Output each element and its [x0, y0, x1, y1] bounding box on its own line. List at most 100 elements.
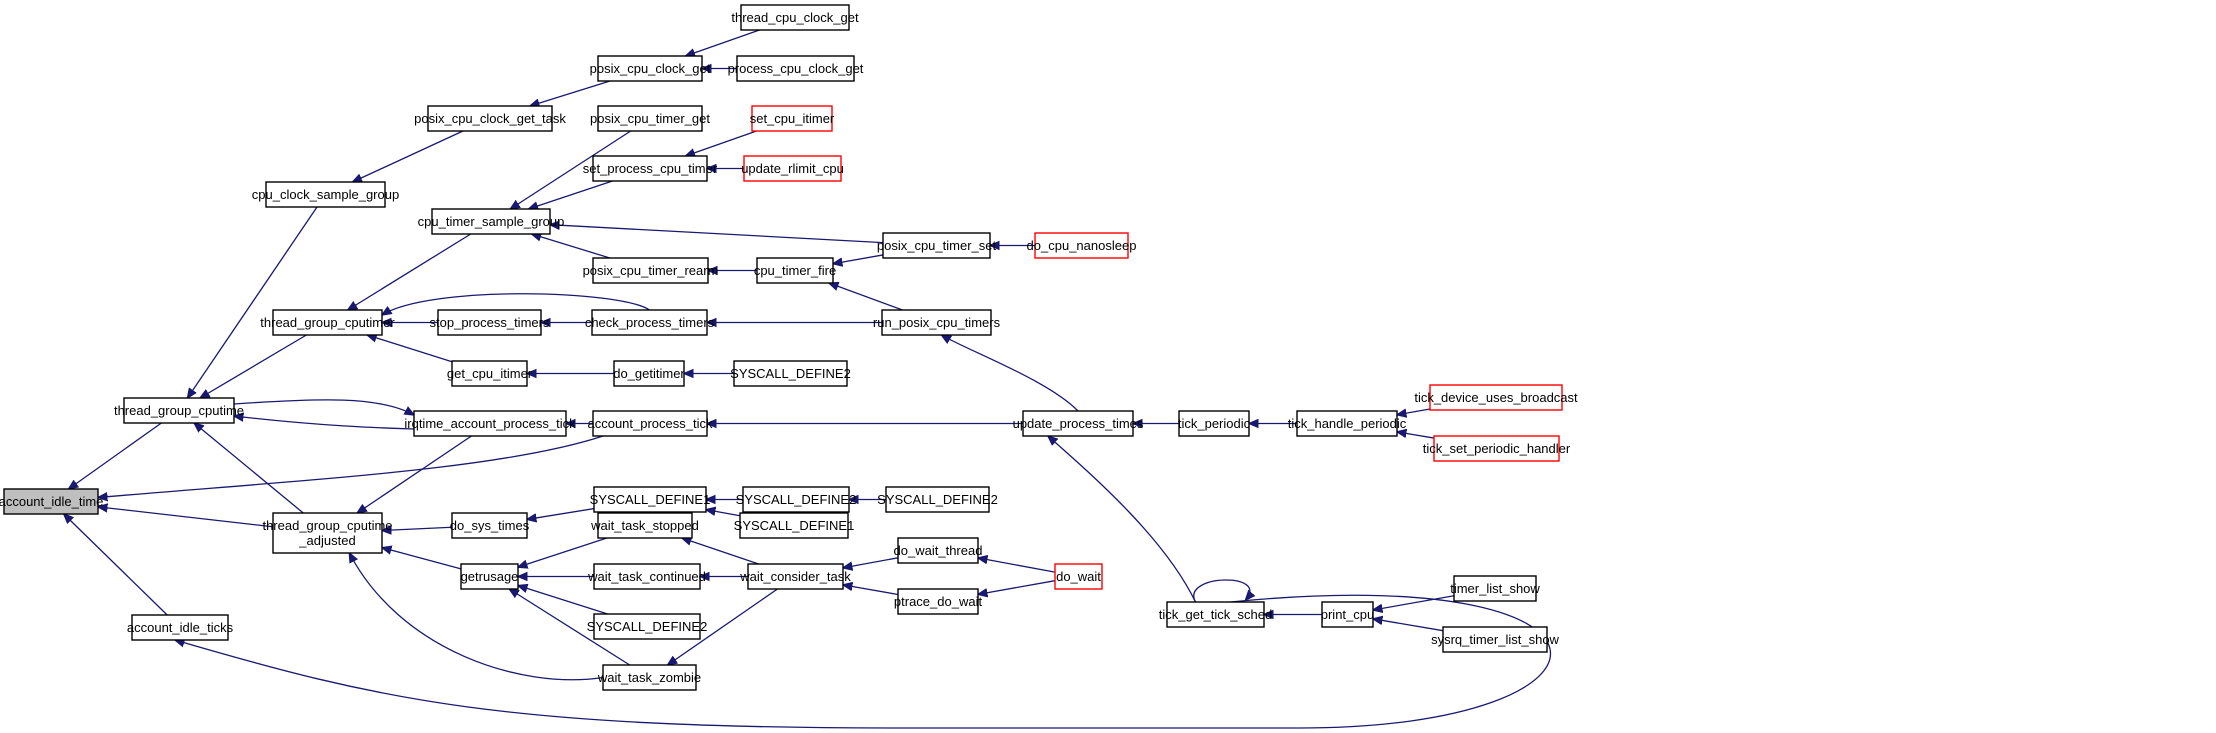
node-wait-task-stopped[interactable]: wait_task_stopped	[590, 512, 699, 539]
node-box-stop-process-timers[interactable]	[437, 309, 542, 336]
node-box-syscall-define2-a[interactable]	[733, 360, 848, 387]
node-box-tick-handle-periodic[interactable]	[1296, 410, 1398, 437]
node-thread-group-cputimer[interactable]: thread_group_cputimer	[260, 309, 395, 336]
node-do-sys-times[interactable]: do_sys_times	[450, 512, 530, 539]
node-syscall-define1-a[interactable]: SYSCALL_DEFINE1	[590, 486, 711, 513]
node-box-do-sys-times[interactable]	[451, 512, 528, 539]
node-box-posix-cpu-timer-get[interactable]	[597, 105, 703, 132]
node-tick-get-tick-sched[interactable]: tick_get_tick_sched	[1159, 601, 1272, 628]
node-posix-cpu-timer-rearm[interactable]: posix_cpu_timer_rearm	[583, 257, 719, 284]
node-box-timer-list-show[interactable]	[1453, 575, 1537, 602]
node-box-set-process-cpu-timer[interactable]	[592, 155, 708, 182]
node-box-run-posix-cpu-timers[interactable]	[881, 309, 992, 336]
node-syscall-define1-b[interactable]: SYSCALL_DEFINE1	[734, 512, 855, 539]
node-getrusage[interactable]: getrusage	[460, 563, 519, 590]
node-update-process-times[interactable]: update_process_times	[1013, 410, 1144, 437]
node-box-posix-cpu-clock-get-task[interactable]	[427, 105, 553, 132]
node-box-get-cpu-itimer[interactable]	[451, 360, 528, 387]
node-box-posix-cpu-clock-get[interactable]	[597, 55, 703, 82]
node-box-account-idle-ticks[interactable]	[131, 614, 229, 641]
node-box-syscall-define1-b[interactable]	[739, 512, 849, 539]
node-wait-consider-task[interactable]: wait_consider_task	[739, 563, 851, 590]
node-box-do-wait[interactable]	[1054, 563, 1103, 590]
node-stop-process-timers[interactable]: stop_process_timers	[430, 309, 550, 336]
node-syscall-define2-a[interactable]: SYSCALL_DEFINE2	[730, 360, 851, 387]
node-box-check-process-timers[interactable]	[591, 309, 708, 336]
node-box-account-idle-time[interactable]	[3, 488, 99, 515]
node-box-wait-task-stopped[interactable]	[597, 512, 693, 539]
node-box-process-cpu-clock-get[interactable]	[736, 55, 855, 82]
node-check-process-timers[interactable]: check_process_timers	[585, 309, 715, 336]
node-posix-cpu-timer-get[interactable]: posix_cpu_timer_get	[590, 105, 710, 132]
node-tick-set-periodic-handler[interactable]: tick_set_periodic_handler	[1423, 435, 1571, 462]
node-process-cpu-clock-get[interactable]: process_cpu_clock_get	[728, 55, 864, 82]
node-posix-cpu-clock-get-task[interactable]: posix_cpu_clock_get_task	[414, 105, 566, 132]
node-cpu-timer-sample-group[interactable]: cpu_timer_sample_group	[418, 208, 565, 235]
node-box-cpu-clock-sample-group[interactable]	[265, 181, 386, 208]
node-box-wait-task-zombie[interactable]	[602, 664, 697, 691]
node-syscall-define2-d[interactable]: SYSCALL_DEFINE2	[587, 613, 708, 640]
node-box-cpu-timer-fire[interactable]	[756, 257, 834, 284]
node-box-set-cpu-itimer[interactable]	[751, 105, 833, 132]
node-tick-device-uses-broadcast[interactable]: tick_device_uses_broadcast	[1414, 384, 1578, 411]
node-box-thread-cpu-clock-get[interactable]	[740, 4, 850, 31]
node-account-idle-ticks[interactable]: account_idle_ticks	[127, 614, 234, 641]
node-tick-handle-periodic[interactable]: tick_handle_periodic	[1288, 410, 1407, 437]
node-box-thread-group-cputimer[interactable]	[272, 309, 383, 336]
node-box-do-getitimer[interactable]	[613, 360, 685, 387]
node-box-update-rlimit-cpu[interactable]	[743, 155, 842, 182]
node-box-print-cpu[interactable]	[1321, 601, 1374, 628]
node-box-account-process-tick[interactable]	[592, 410, 708, 437]
node-thread-group-cputime-adjusted[interactable]: thread_group_cputime_adjusted	[262, 512, 393, 554]
node-tick-periodic[interactable]: tick_periodic	[1178, 410, 1251, 437]
node-box-thread-group-cputime-adjusted[interactable]	[272, 512, 383, 554]
node-box-do-wait-thread[interactable]	[897, 537, 979, 564]
node-box-tick-periodic[interactable]	[1178, 410, 1250, 437]
node-print-cpu[interactable]: print_cpu	[1321, 601, 1374, 628]
node-update-rlimit-cpu[interactable]: update_rlimit_cpu	[741, 155, 844, 182]
node-box-thread-group-cputime[interactable]	[123, 397, 235, 424]
node-cpu-timer-fire[interactable]: cpu_timer_fire	[754, 257, 836, 284]
node-do-cpu-nanosleep[interactable]: do_cpu_nanosleep	[1027, 232, 1137, 259]
node-box-wait-consider-task[interactable]	[747, 563, 844, 590]
node-box-irqtime-account-process-tick[interactable]	[413, 410, 567, 437]
node-box-do-cpu-nanosleep[interactable]	[1034, 232, 1129, 259]
node-syscall-define2-c[interactable]: SYSCALL_DEFINE2	[877, 486, 998, 513]
node-sysrq-timer-list-show[interactable]: sysrq_timer_list_show	[1431, 626, 1560, 653]
node-wait-task-zombie[interactable]: wait_task_zombie	[597, 664, 701, 691]
node-posix-cpu-clock-get[interactable]: posix_cpu_clock_get	[590, 55, 711, 82]
node-get-cpu-itimer[interactable]: get_cpu_itimer	[447, 360, 533, 387]
node-box-update-process-times[interactable]	[1022, 410, 1134, 437]
node-box-tick-set-periodic-handler[interactable]	[1433, 435, 1560, 462]
node-box-syscall-define1-a[interactable]	[593, 486, 707, 513]
node-box-tick-get-tick-sched[interactable]	[1166, 601, 1265, 628]
node-box-ptrace-do-wait[interactable]	[897, 588, 979, 615]
node-box-wait-task-continued[interactable]	[593, 563, 701, 590]
node-wait-task-continued[interactable]: wait_task_continued	[587, 563, 706, 590]
node-set-cpu-itimer[interactable]: set_cpu_itimer	[750, 105, 835, 132]
node-box-getrusage[interactable]	[460, 563, 519, 590]
node-box-syscall-define2-b[interactable]	[742, 486, 850, 513]
node-cpu-clock-sample-group[interactable]: cpu_clock_sample_group	[252, 181, 399, 208]
node-syscall-define2-b[interactable]: SYSCALL_DEFINE2	[736, 486, 857, 513]
node-box-sysrq-timer-list-show[interactable]	[1442, 626, 1548, 653]
node-do-getitimer[interactable]: do_getitimer	[613, 360, 685, 387]
node-thread-cpu-clock-get[interactable]: thread_cpu_clock_get	[731, 4, 859, 31]
node-box-tick-device-uses-broadcast[interactable]	[1429, 384, 1563, 411]
node-do-wait[interactable]: do_wait	[1054, 563, 1103, 590]
node-account-process-tick[interactable]: account_process_tick	[587, 410, 713, 437]
node-box-posix-cpu-timer-set[interactable]	[882, 232, 991, 259]
node-do-wait-thread[interactable]: do_wait_thread	[894, 537, 983, 564]
node-timer-list-show[interactable]: timer_list_show	[1450, 575, 1540, 602]
node-ptrace-do-wait[interactable]: ptrace_do_wait	[894, 588, 983, 615]
node-run-posix-cpu-timers[interactable]: run_posix_cpu_timers	[873, 309, 1001, 336]
node-box-syscall-define2-c[interactable]	[885, 486, 990, 513]
node-set-process-cpu-timer[interactable]: set_process_cpu_timer	[583, 155, 718, 182]
node-thread-group-cputime[interactable]: thread_group_cputime	[114, 397, 244, 424]
node-box-cpu-timer-sample-group[interactable]	[431, 208, 551, 235]
node-irqtime-account-process-tick[interactable]: irqtime_account_process_tick	[404, 410, 576, 437]
node-account-idle-time[interactable]: account_idle_time	[0, 488, 103, 515]
node-box-posix-cpu-timer-rearm[interactable]	[592, 257, 709, 284]
node-box-syscall-define2-d[interactable]	[593, 613, 701, 640]
node-posix-cpu-timer-set[interactable]: posix_cpu_timer_set	[877, 232, 997, 259]
